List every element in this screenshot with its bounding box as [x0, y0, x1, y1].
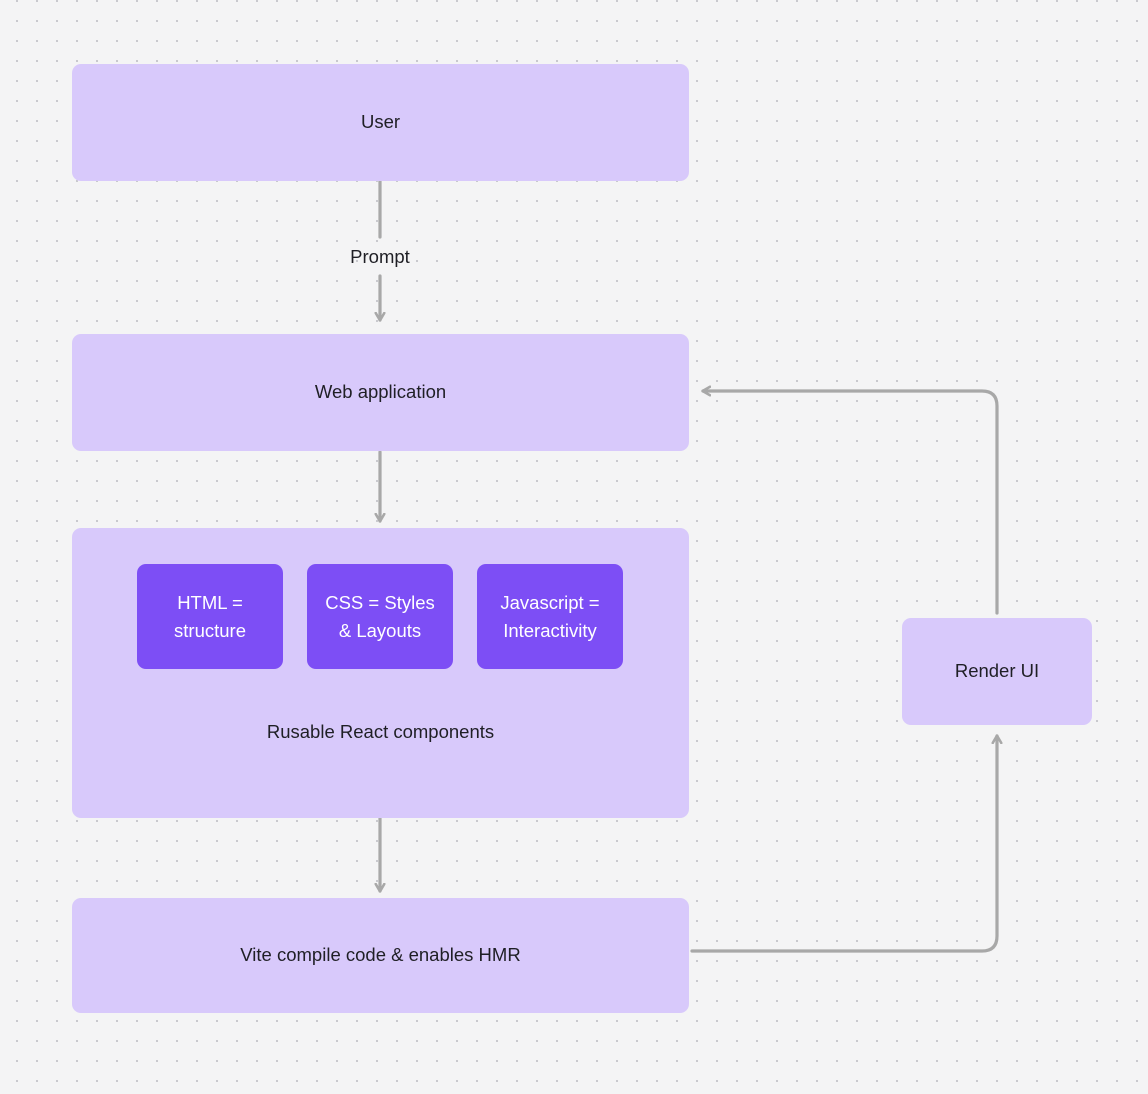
subnode-html[interactable]: HTML = structure	[137, 564, 283, 669]
subnode-css[interactable]: CSS = Styles & Layouts	[307, 564, 453, 669]
node-user-label: User	[360, 111, 401, 133]
node-vite-label: Vite compile code & enables HMR	[240, 944, 521, 966]
node-vite[interactable]: Vite compile code & enables HMR	[72, 898, 689, 1013]
node-user[interactable]: User	[72, 64, 689, 181]
subnode-javascript[interactable]: Javascript = Interactivity	[477, 564, 623, 669]
node-web-application-label: Web application	[314, 381, 447, 403]
node-render-ui[interactable]: Render UI	[902, 618, 1092, 725]
subnode-javascript-label: Javascript = Interactivity	[500, 591, 600, 641]
subnode-html-label: HTML = structure	[174, 591, 246, 641]
node-render-ui-label: Render UI	[954, 660, 1040, 682]
node-components-caption: Rusable React components	[266, 721, 495, 742]
subnode-css-label: CSS = Styles & Layouts	[325, 591, 435, 641]
node-components[interactable]: HTML = structure CSS = Styles & Layouts …	[72, 528, 689, 818]
edge-vite-to-render-ui	[690, 736, 997, 953]
edge-render-ui-to-web-application	[703, 391, 999, 615]
edge-label-prompt: Prompt	[350, 246, 410, 267]
node-web-application[interactable]: Web application	[72, 334, 689, 451]
